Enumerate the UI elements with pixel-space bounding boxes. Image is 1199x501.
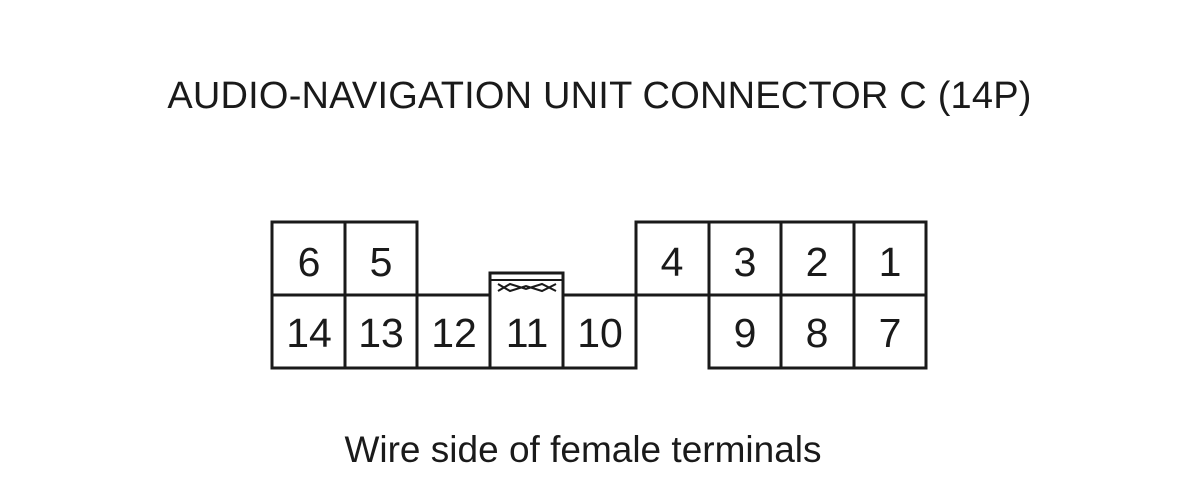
pin-11-label: 11: [506, 310, 549, 356]
pin-1-label: 1: [879, 239, 902, 285]
pin-13-label: 13: [358, 310, 404, 356]
lock-tab-icon: [490, 279, 563, 293]
pin-6-label: 6: [298, 239, 321, 285]
pin-9-label: 9: [734, 310, 757, 356]
pin-3-label: 3: [734, 239, 757, 285]
pin-2-label: 2: [806, 239, 829, 285]
pin-5-label: 5: [370, 239, 393, 285]
pin-14-label: 14: [286, 310, 332, 356]
diagram-title: AUDIO-NAVIGATION UNIT CONNECTOR C (14P): [167, 75, 1032, 117]
pin-7-label: 7: [879, 310, 902, 356]
pin-10-label: 10: [577, 310, 623, 356]
pin-8-label: 8: [806, 310, 829, 356]
connector-outline: [270, 220, 928, 370]
diagram-caption: Wire side of female terminals: [344, 429, 822, 470]
pin-4-label: 4: [661, 239, 684, 285]
pin-12-label: 12: [431, 310, 477, 356]
